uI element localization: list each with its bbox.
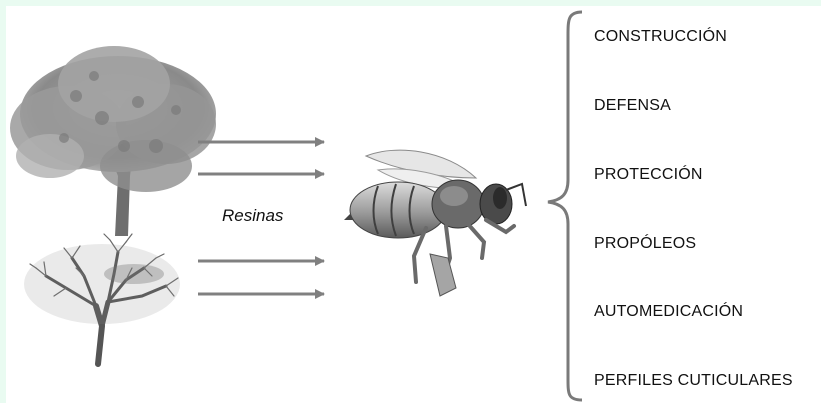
- use-label-perfiles-cuticulares: PERFILES CUTICULARES: [594, 372, 793, 390]
- use-label-construccion: CONSTRUCCIÓN: [594, 28, 727, 46]
- tree-top-image: [10, 46, 216, 236]
- use-label-proteccion: PROTECCIÓN: [594, 166, 703, 184]
- use-label-propoleos: PROPÓLEOS: [594, 235, 696, 253]
- resinas-label: Resinas: [222, 206, 283, 226]
- bee-image: [344, 150, 526, 296]
- right-brace: [548, 12, 582, 400]
- use-label-defensa: DEFENSA: [594, 97, 671, 115]
- tree-bottom-image: [24, 234, 180, 364]
- diagram-scene: [6, 6, 821, 403]
- use-label-automedicacion: AUTOMEDICACIÓN: [594, 303, 743, 321]
- diagram-canvas: Resinas CONSTRUCCIÓN DEFENSA PROTECCIÓN …: [6, 6, 821, 403]
